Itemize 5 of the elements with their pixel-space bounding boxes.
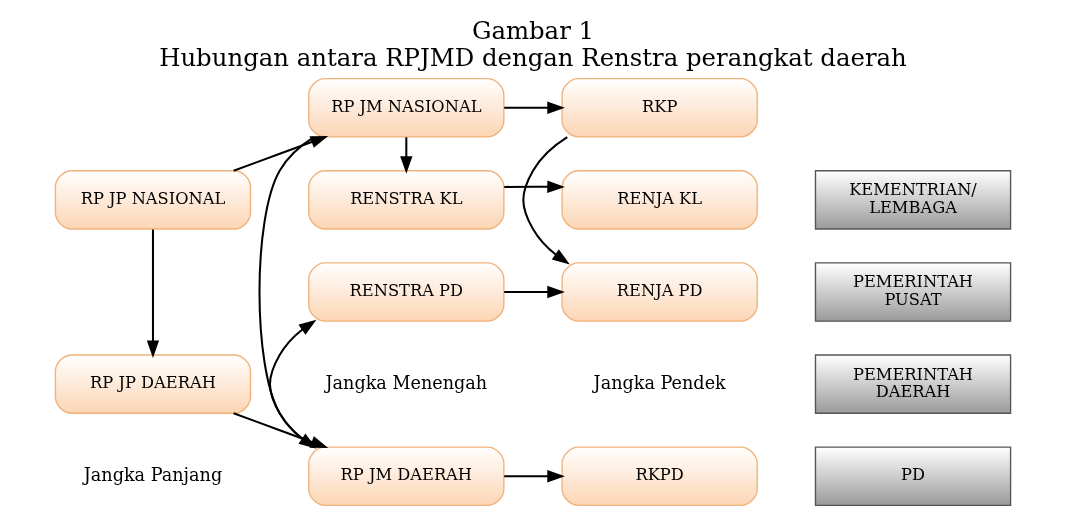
label: Jangka Panjang [83, 464, 222, 485]
caption: Hubungan antara RPJMD dengan Renstra perangkat daerah [158, 42, 907, 72]
diagram-title: Gambar 1 [471, 15, 594, 45]
label: Jangka Pendek [593, 372, 726, 393]
label: Jangka Menengah [325, 372, 487, 393]
